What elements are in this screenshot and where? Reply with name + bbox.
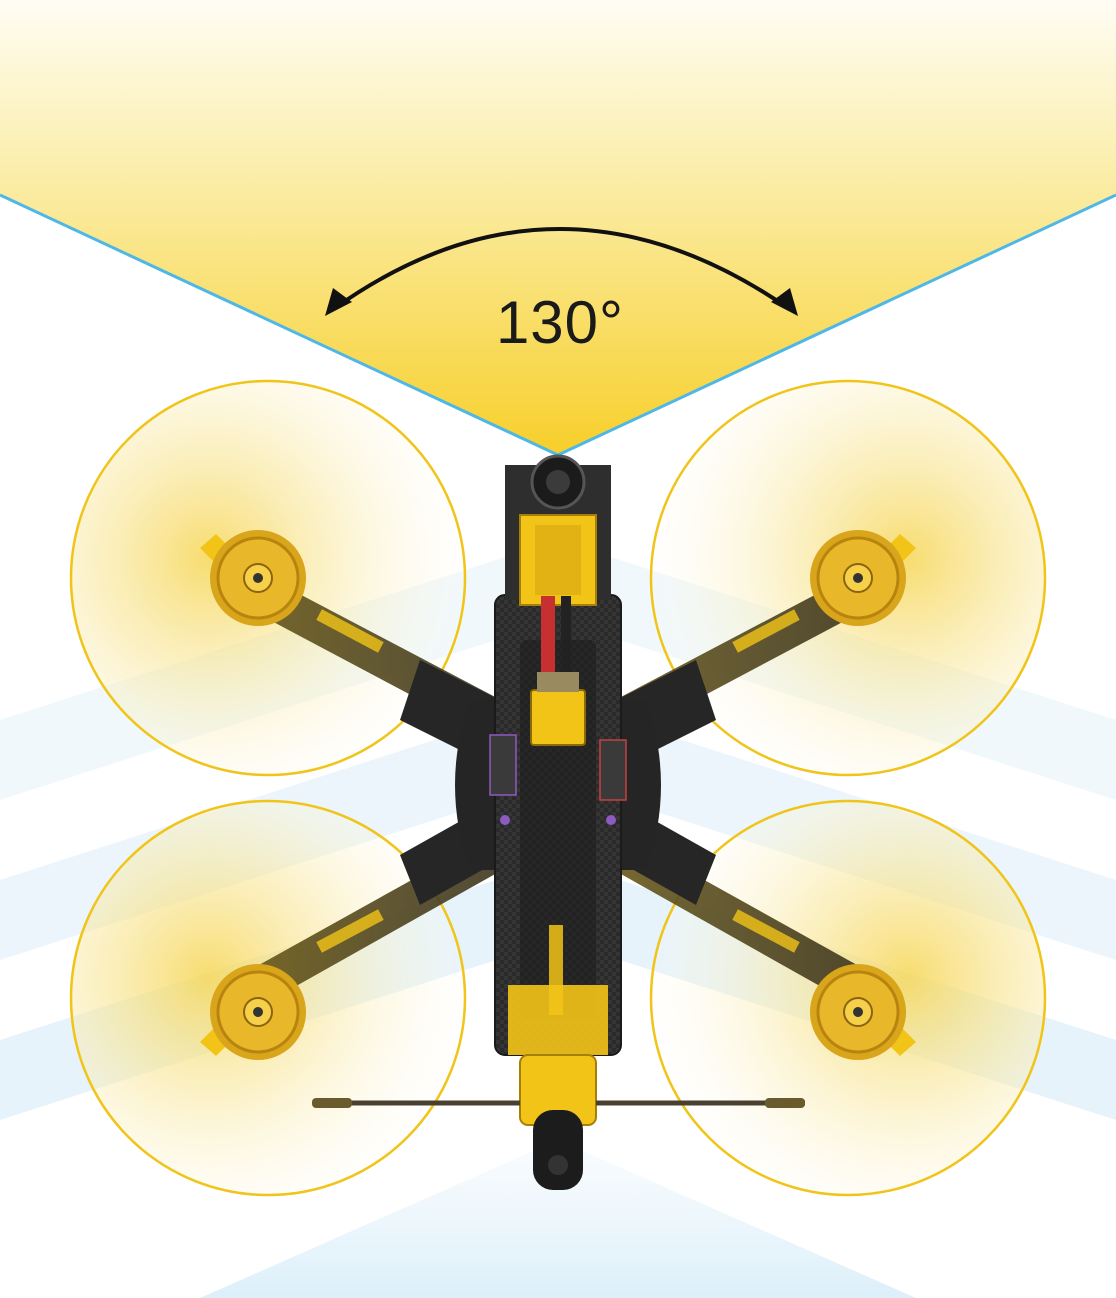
rear-vtx <box>508 985 608 1190</box>
logo-marks <box>316 609 800 1015</box>
fov-angle-label: 130° <box>495 289 625 356</box>
fov-arrow-icon <box>325 227 798 316</box>
battery-connector-icon <box>530 596 586 746</box>
camera-icon <box>505 454 611 606</box>
antenna-icon <box>312 1098 805 1108</box>
motor-icon <box>200 530 916 1060</box>
